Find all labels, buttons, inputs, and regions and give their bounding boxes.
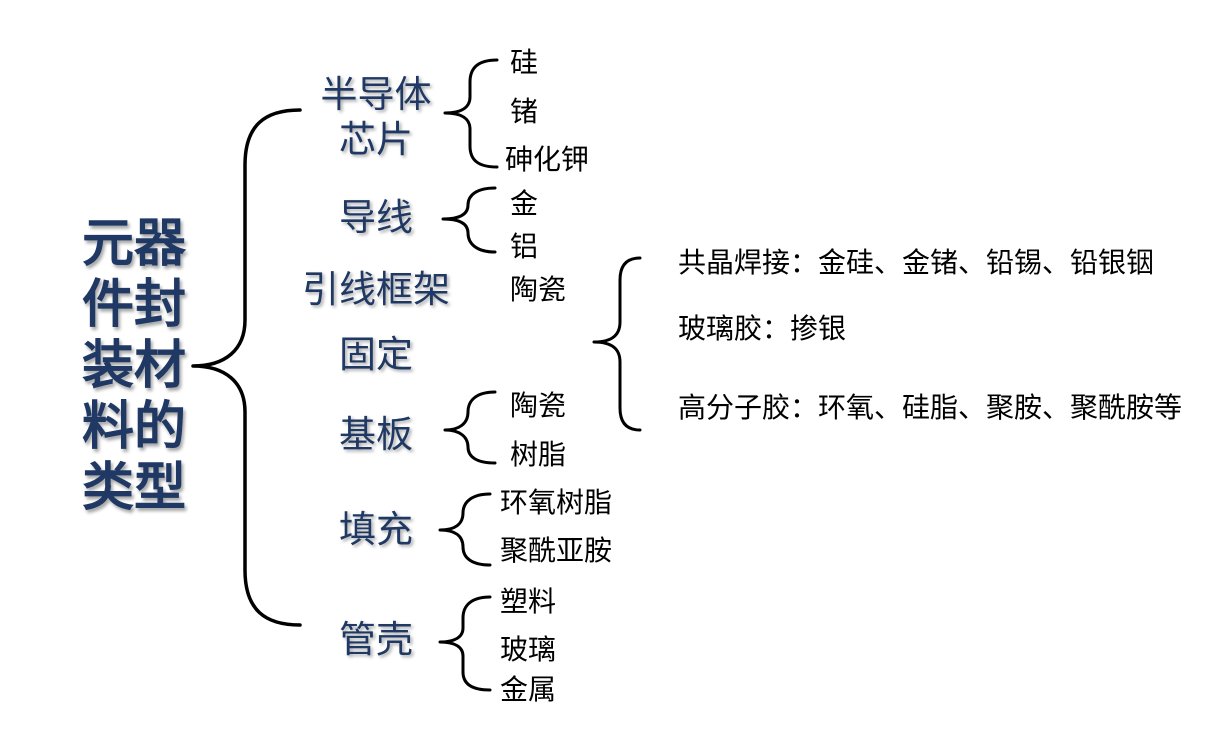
branch-label-line: 芯片	[339, 120, 413, 161]
root-title: 元器 件封 装材 料的 类型	[82, 214, 186, 519]
root-title-line: 装材	[82, 337, 187, 395]
leaf-item-silicon: 硅	[510, 46, 539, 79]
branch-label-fixing: 固定	[339, 335, 413, 376]
leaf-item-ceramic: 陶瓷	[510, 389, 567, 422]
root-title-line: 料的	[82, 398, 187, 456]
branch-label-filling: 填充	[339, 510, 413, 551]
leaf-item-gold: 金	[510, 187, 539, 220]
branch-label-lead-frame: 引线框架	[302, 270, 450, 311]
leaf-item-polyimide: 聚酰亚胺	[500, 534, 613, 567]
leaf-item-metal: 金属	[500, 673, 557, 706]
leaf-item-eutectic-solder: 共晶焊接：金硅、金锗、铅锡、铅银铟	[678, 246, 1155, 279]
leaf-item-epoxy-resin: 环氧树脂	[500, 486, 613, 519]
root-title-line: 元器	[82, 215, 187, 273]
brace-substrate	[443, 390, 497, 465]
root-title-line: 件封	[82, 276, 187, 334]
brace-wire	[441, 186, 497, 254]
leaf-item-arsenide: 砷化钾	[505, 143, 590, 176]
leaf-item-resin: 树脂	[510, 438, 567, 471]
leaf-item-ceramic: 陶瓷	[510, 273, 567, 306]
root-title-line: 类型	[82, 459, 187, 517]
branch-label-wire: 导线	[339, 198, 413, 239]
brace-fixing	[592, 256, 642, 432]
branch-label-line: 半导体	[320, 75, 432, 116]
leaf-item-germanium: 锗	[510, 95, 539, 128]
brace-semiconductor-chip	[443, 58, 499, 169]
brace-filling	[438, 492, 492, 567]
branch-label-substrate: 基板	[339, 415, 413, 456]
leaf-item-glass-glue: 玻璃胶：掺银	[678, 312, 847, 345]
leaf-item-plastic: 塑料	[500, 585, 557, 618]
branch-label-housing: 管壳	[339, 620, 413, 661]
leaf-item-aluminum: 铝	[510, 230, 539, 263]
leaf-item-glass: 玻璃	[500, 633, 557, 666]
branch-label-semiconductor-chip: 半导体 芯片	[276, 73, 476, 163]
root-brace	[191, 108, 302, 627]
leaf-item-polymer-glue: 高分子胶：环氧、硅脂、聚胺、聚酰胺等	[678, 391, 1183, 424]
brace-housing	[438, 595, 492, 692]
